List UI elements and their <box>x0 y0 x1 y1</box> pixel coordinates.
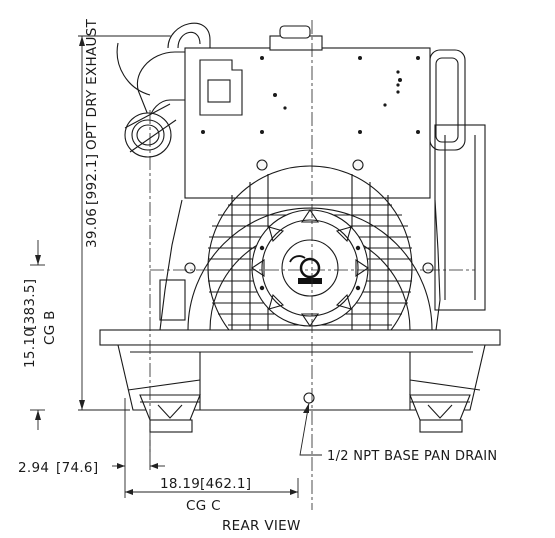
dimension-cg-c <box>124 470 299 498</box>
drain-plug <box>303 392 315 404</box>
base-pan <box>99 329 501 433</box>
exhaust-dimension-label: OPT DRY EXHAUST <box>84 18 100 150</box>
foot-offset-inch: 2.94 <box>18 460 49 476</box>
view-title: REAR VIEW <box>222 518 301 534</box>
cg-c-dimension-mm: [462.1] <box>200 476 251 492</box>
side-supports <box>159 199 441 331</box>
cg-c-label: CG C <box>186 498 221 514</box>
generator-end-bell <box>184 159 434 371</box>
exhaust-dimension-inch: 39.06 <box>84 208 100 248</box>
right-foot-mount <box>409 394 471 433</box>
exhaust-elbow <box>124 22 211 158</box>
engine-housing <box>184 25 486 311</box>
cg-b-dimension-inch: 15.10 <box>22 328 38 368</box>
cg-b-dimension-mm: [383.5] <box>22 279 38 330</box>
exhaust-dimension-mm: [992.1] <box>84 154 100 205</box>
drain-leader <box>299 402 322 456</box>
dimension-foot-offset <box>112 398 165 470</box>
dimension-cg-b <box>30 240 45 430</box>
drain-callout: 1/2 NPT BASE PAN DRAIN <box>327 449 497 464</box>
dimension-exhaust-height <box>78 35 175 411</box>
cg-c-dimension-inch: 18.19 <box>160 476 200 492</box>
foot-offset-mm: [74.6] <box>56 460 98 476</box>
left-foot-mount <box>139 394 201 433</box>
cg-b-label: CG B <box>42 310 58 345</box>
